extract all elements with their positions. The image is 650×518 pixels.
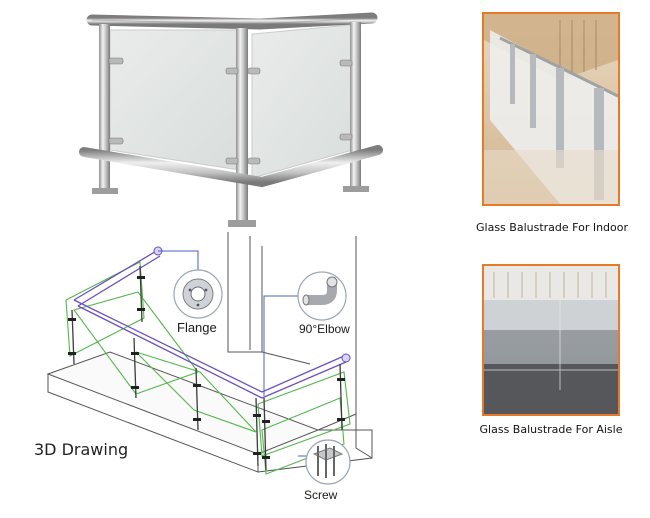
flange-callout [173, 269, 223, 319]
elbow-label: 90°Elbow [299, 322, 350, 336]
drawing-title: 3D Drawing [34, 440, 129, 459]
aisle-photo-image [484, 266, 618, 414]
3d-drawing [46, 232, 373, 475]
aisle-photo-frame [482, 264, 620, 416]
screw-callout [305, 439, 351, 485]
screw-label: Screw [304, 488, 338, 502]
indoor-photo-image [484, 14, 619, 204]
flange-label: Flange [177, 320, 217, 335]
elbow-callout [297, 271, 347, 321]
indoor-photo-frame [482, 12, 620, 206]
indoor-caption: Glass Balustrade For Indoor [476, 221, 629, 234]
aisle-caption: Glass Balustrade For Aisle [479, 423, 623, 436]
balustrade-render [79, 12, 383, 227]
